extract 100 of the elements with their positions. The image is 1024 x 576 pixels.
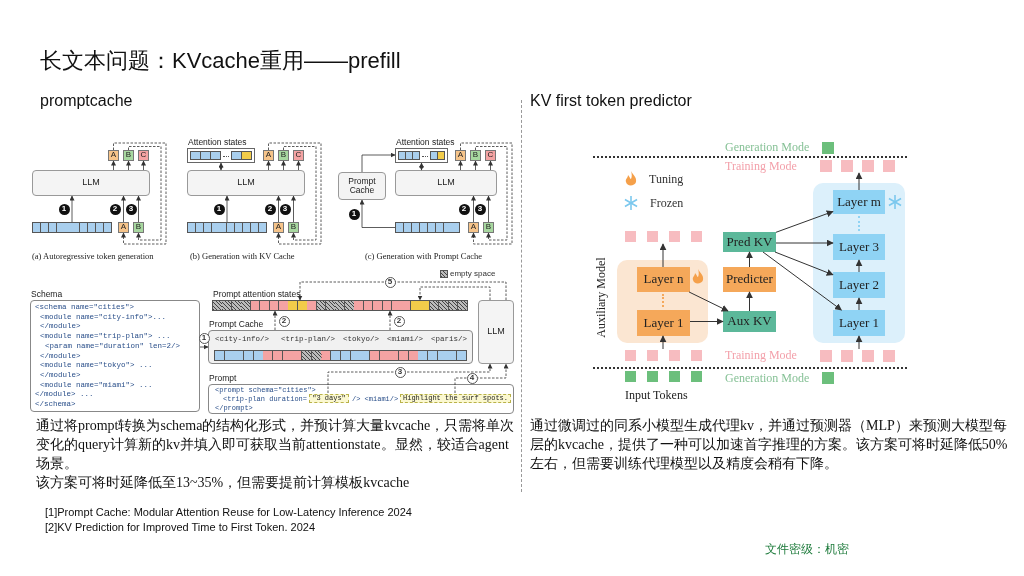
- mode-label: Training Mode: [725, 348, 797, 363]
- token-label: A: [265, 151, 272, 160]
- layer-box: [833, 310, 885, 336]
- mode-label: Generation Mode: [725, 371, 810, 386]
- box-label: Layer 1: [838, 315, 880, 331]
- section-heading: KV first token predictor: [530, 92, 692, 110]
- layer-box: [833, 272, 885, 298]
- token-label: A: [120, 223, 127, 232]
- arrow: [746, 251, 753, 268]
- double-arrow: [218, 162, 224, 171]
- figure-caption: (a) Autoregressive token generation: [32, 251, 154, 261]
- box-label: LLM: [237, 178, 255, 188]
- token-label: B: [125, 151, 132, 160]
- token-label: A: [275, 223, 282, 232]
- arrow: [855, 172, 863, 191]
- paragraph: 该方案可将时延降低至13~35%，但需要提前计算模板kvcache: [36, 474, 411, 492]
- reference: [2]KV Prediction for Improved Time to First Token. 2024: [45, 521, 316, 533]
- box-label: LLM: [487, 327, 505, 337]
- step-number: 5: [384, 276, 396, 288]
- token-label: B: [472, 151, 479, 160]
- arrow: [774, 251, 834, 276]
- token-label: B: [290, 223, 297, 232]
- heading: Attention states: [188, 137, 247, 147]
- arrow: [746, 291, 753, 312]
- box-label: Pred KV: [726, 234, 773, 250]
- model-box: [32, 170, 150, 196]
- arrow: [855, 297, 863, 311]
- step-number: 3: [474, 203, 486, 215]
- arrow: [762, 251, 842, 311]
- legend-label: empty space: [450, 269, 496, 278]
- token-label: B: [135, 223, 142, 232]
- slide-title: 长文本问题：KVcache重用——prefill: [40, 47, 401, 75]
- box-label: LLM: [82, 178, 100, 188]
- heading: Schema: [31, 289, 63, 299]
- arrow: [855, 259, 863, 273]
- layer-box: [637, 310, 690, 336]
- box-label: Prompt Cache: [347, 176, 377, 196]
- reference: [1]Prompt Cache: Modular Attention Reuse for Low-Latency Inference 2024: [45, 506, 412, 518]
- step-number: 3: [125, 203, 137, 215]
- paragraph: 通过微调过的同系小模型生成代理kv，并通过预测器（MLP）来预测大模型每层的kvcache，提供了一种可以加速首字推理的方案。该方案可将时延降低50%左右，但需要训练代理模型以及精度会稍有下降。: [530, 417, 1009, 473]
- axis-label: Input Tokens: [625, 388, 688, 403]
- token-label: C: [295, 151, 302, 160]
- legend-label: Tuning: [649, 172, 684, 187]
- token-label: B: [280, 151, 287, 160]
- heading: Prompt attention states: [213, 289, 301, 299]
- token-label: A: [457, 151, 464, 160]
- arrow: [689, 318, 724, 325]
- classification-note: 文件密级：机密: [765, 541, 849, 558]
- step-number: 3: [394, 366, 406, 378]
- arrow: [775, 239, 834, 247]
- heading: Prompt Cache: [209, 319, 264, 329]
- double-arrow: [419, 162, 424, 171]
- figure-caption: (c) Generation with Prompt Cache: [365, 251, 483, 261]
- arrow: [659, 335, 667, 350]
- step-number: 2: [278, 315, 290, 327]
- model-box: [478, 300, 514, 364]
- step-number: 1: [348, 208, 360, 220]
- step-number: 2: [264, 203, 276, 215]
- token-sequence: [187, 222, 267, 233]
- layer-box: [833, 234, 885, 260]
- cache-box: [338, 172, 386, 200]
- box-label: Layer 3: [838, 239, 880, 255]
- arrow: [855, 335, 863, 350]
- heading: Attention states: [396, 137, 455, 147]
- step-number: 1: [58, 203, 70, 215]
- section-heading: promptcache: [40, 92, 133, 110]
- token-label: A: [110, 151, 117, 160]
- token-sequence: [395, 222, 460, 233]
- paragraph: 通过将prompt转换为schema的结构化形式，并预计算大量kvcache，只需将单次变化的query计算新的kv并填入即可获取当前attentionstate。显然，较适合agent场景。: [36, 417, 516, 473]
- token-label: B: [485, 223, 492, 232]
- heading: Prompt: [209, 373, 237, 383]
- figure-caption: (b) Generation with KV Cache: [190, 251, 295, 261]
- box-label: Layer 2: [838, 277, 880, 293]
- step-number: 2: [393, 315, 405, 327]
- layer-box: [637, 267, 690, 292]
- predictor-box: [723, 267, 776, 292]
- mode-label: Generation Mode: [725, 140, 810, 155]
- model-box: [395, 170, 497, 196]
- model-region: [813, 183, 905, 343]
- arrow: [775, 210, 834, 233]
- legend-label: Frozen: [650, 196, 684, 211]
- box-label: Layer m: [837, 194, 881, 210]
- step-number: 3: [279, 203, 291, 215]
- box-label: Layer 1: [643, 315, 684, 331]
- box-label: LLM: [437, 178, 455, 188]
- mode-label: Training Mode: [725, 159, 797, 174]
- box-label: Aux KV: [727, 314, 772, 329]
- step-number: 1: [198, 332, 210, 344]
- token-label: A: [470, 223, 477, 232]
- model-box: [187, 170, 305, 196]
- step-number: 1: [213, 203, 225, 215]
- token-label: C: [140, 151, 147, 160]
- arrow: [688, 291, 729, 312]
- step-number: 2: [109, 203, 121, 215]
- token-label: C: [487, 151, 494, 160]
- step-number: 4: [466, 372, 478, 384]
- arrow: [659, 243, 667, 268]
- box-label: Layer n: [643, 272, 684, 287]
- heading: Auxiliary Model: [593, 256, 609, 340]
- token-sequence: [32, 222, 112, 233]
